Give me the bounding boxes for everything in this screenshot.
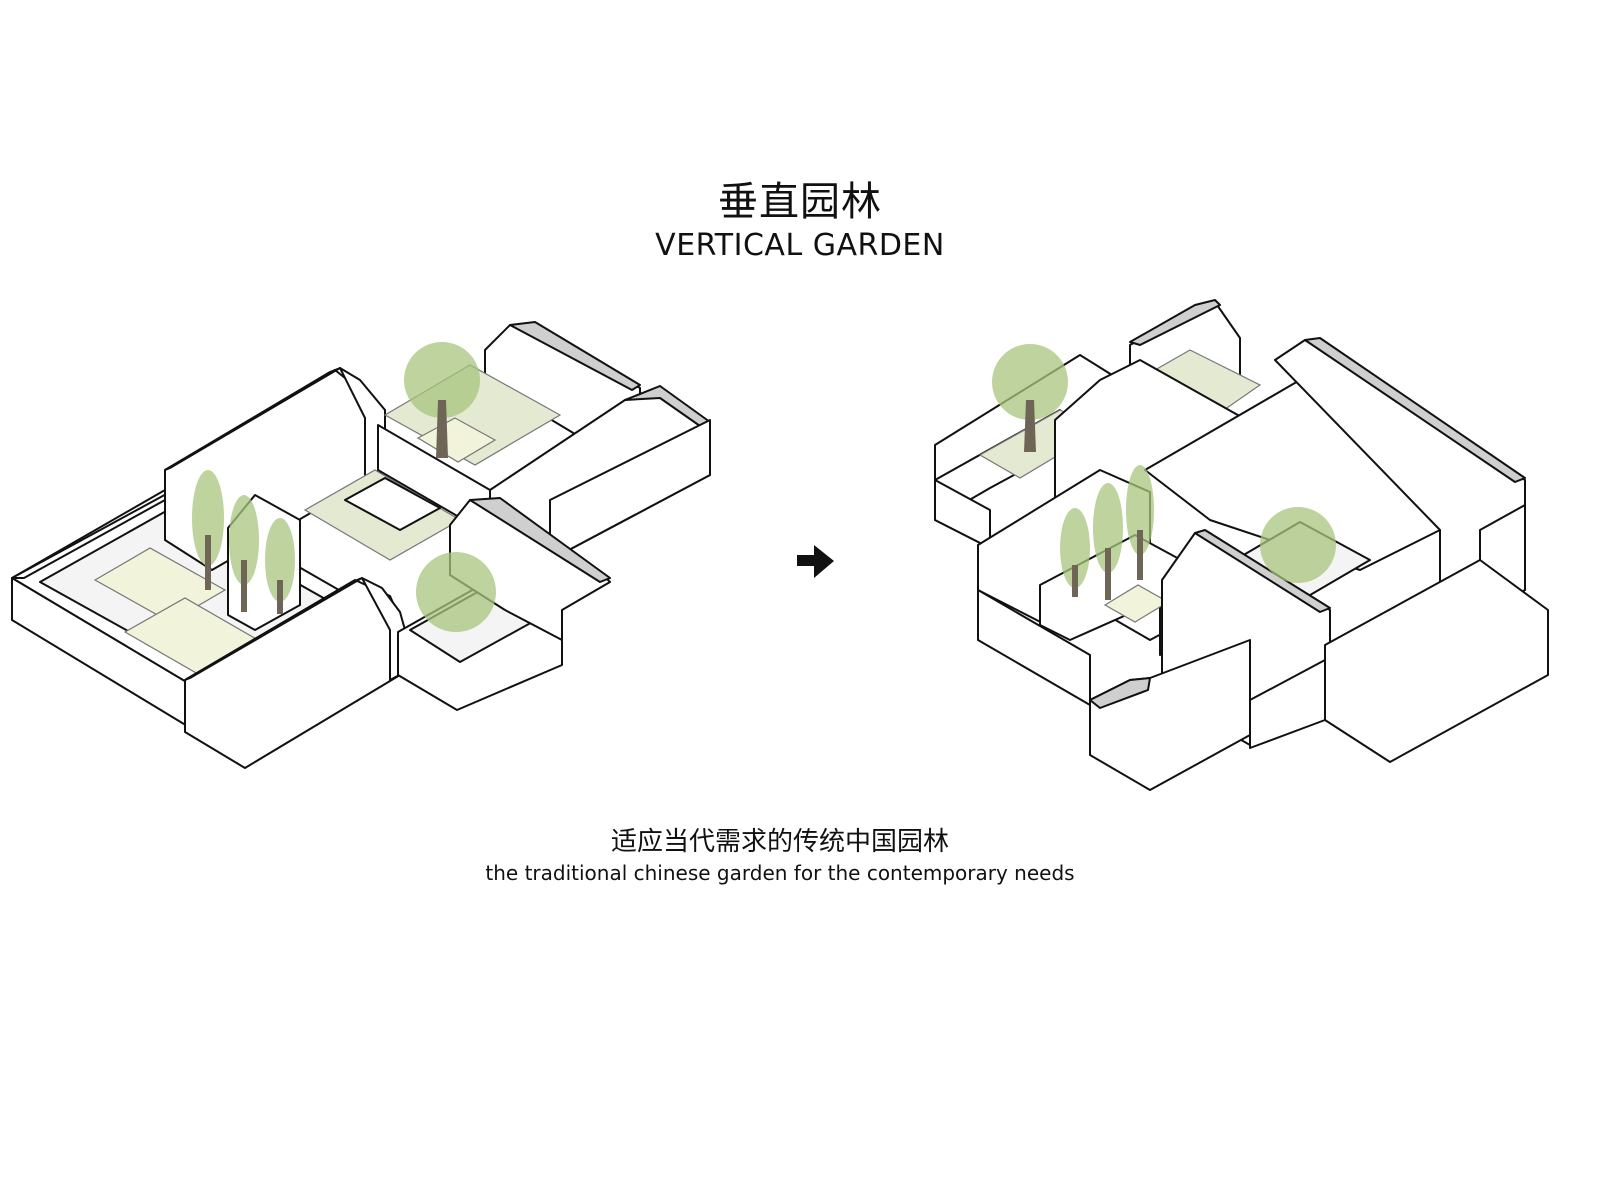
right-poplar-trees bbox=[1060, 465, 1154, 600]
title-chinese: 垂直园林 bbox=[718, 179, 882, 225]
right-compound bbox=[934, 299, 1549, 791]
left-poplar-trees bbox=[192, 470, 295, 614]
caption-english: the traditional chinese garden for the c… bbox=[485, 861, 1075, 885]
right-front-large-block bbox=[1324, 559, 1549, 763]
right-round-tree-courtyard bbox=[1260, 507, 1336, 583]
caption-chinese: 适应当代需求的传统中国园林 bbox=[610, 827, 949, 857]
right-arrow-icon bbox=[797, 545, 834, 578]
left-round-tree-top bbox=[404, 342, 480, 458]
title-english: VERTICAL GARDEN bbox=[655, 228, 945, 263]
right-round-tree-top bbox=[992, 344, 1068, 452]
left-round-tree-small bbox=[416, 552, 496, 632]
left-compound bbox=[11, 321, 711, 769]
